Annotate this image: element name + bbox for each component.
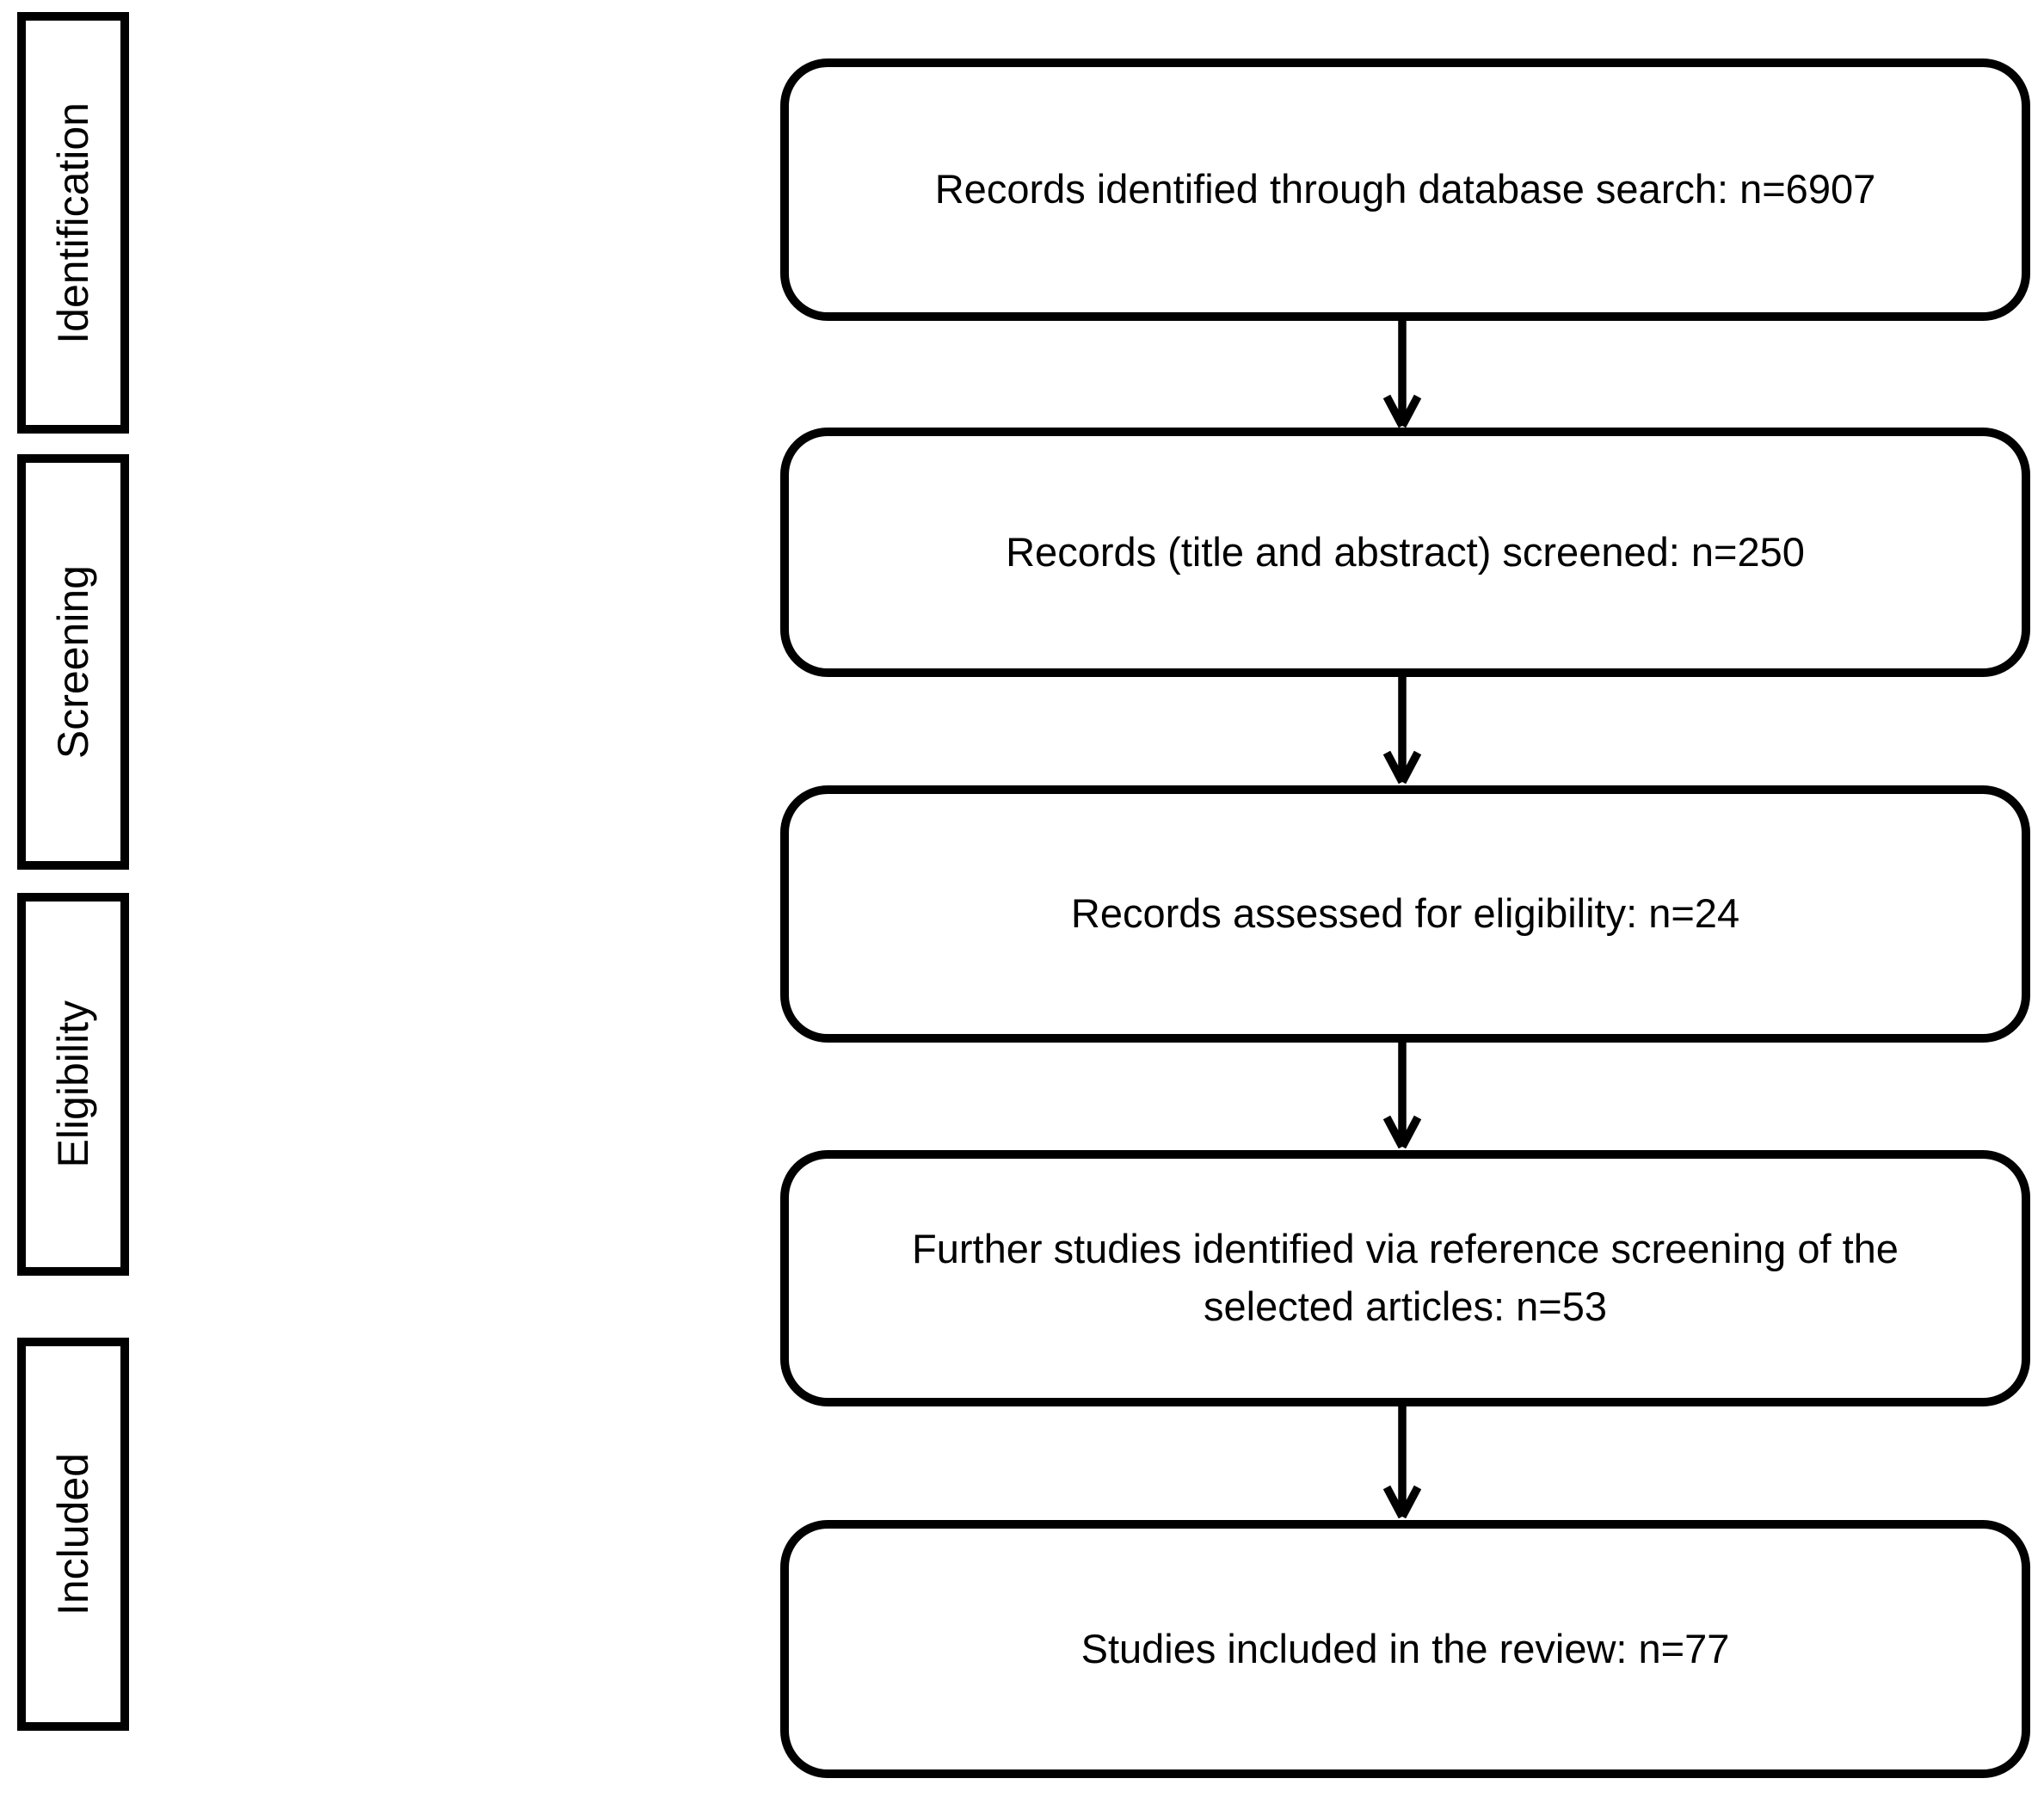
flow-box-further-studies: Further studies identified via reference… xyxy=(780,1150,2030,1406)
stage-label-identification: Identification xyxy=(49,102,97,344)
arrow-down-connector-4 xyxy=(1382,1406,1422,1519)
flow-box-records-assessed: Records assessed for eligibility: n=24 xyxy=(780,785,2030,1043)
stage-label-eligibility: Eligibility xyxy=(49,1000,97,1168)
flow-box-further-studies-label: Further studies identified via reference… xyxy=(912,1226,1899,1329)
flow-box-records-screened-label: Records (title and abstract) screened: n… xyxy=(1006,528,1805,575)
stage-box-screening: Screening xyxy=(17,454,129,870)
stage-box-included: Included xyxy=(17,1338,129,1731)
stage-label-screening: Screening xyxy=(49,564,97,760)
arrow-down-connector-3 xyxy=(1382,1043,1422,1149)
arrow-down-connector-1 xyxy=(1382,321,1422,428)
arrow-down-connector-2 xyxy=(1382,677,1422,785)
flow-box-records-identified-label: Records identified through database sear… xyxy=(934,166,1876,212)
flow-box-records-identified: Records identified through database sear… xyxy=(780,58,2030,321)
flow-box-records-screened: Records (title and abstract) screened: n… xyxy=(780,428,2030,677)
stage-box-eligibility: Eligibility xyxy=(17,893,129,1276)
flow-box-records-assessed-label: Records assessed for eligibility: n=24 xyxy=(1070,890,1740,937)
stage-box-identification: Identification xyxy=(17,12,129,434)
stage-label-included: Included xyxy=(49,1452,97,1616)
flow-box-studies-included-label: Studies included in the review: n=77 xyxy=(1080,1625,1730,1671)
flow-box-studies-included: Studies included in the review: n=77 xyxy=(780,1520,2030,1778)
